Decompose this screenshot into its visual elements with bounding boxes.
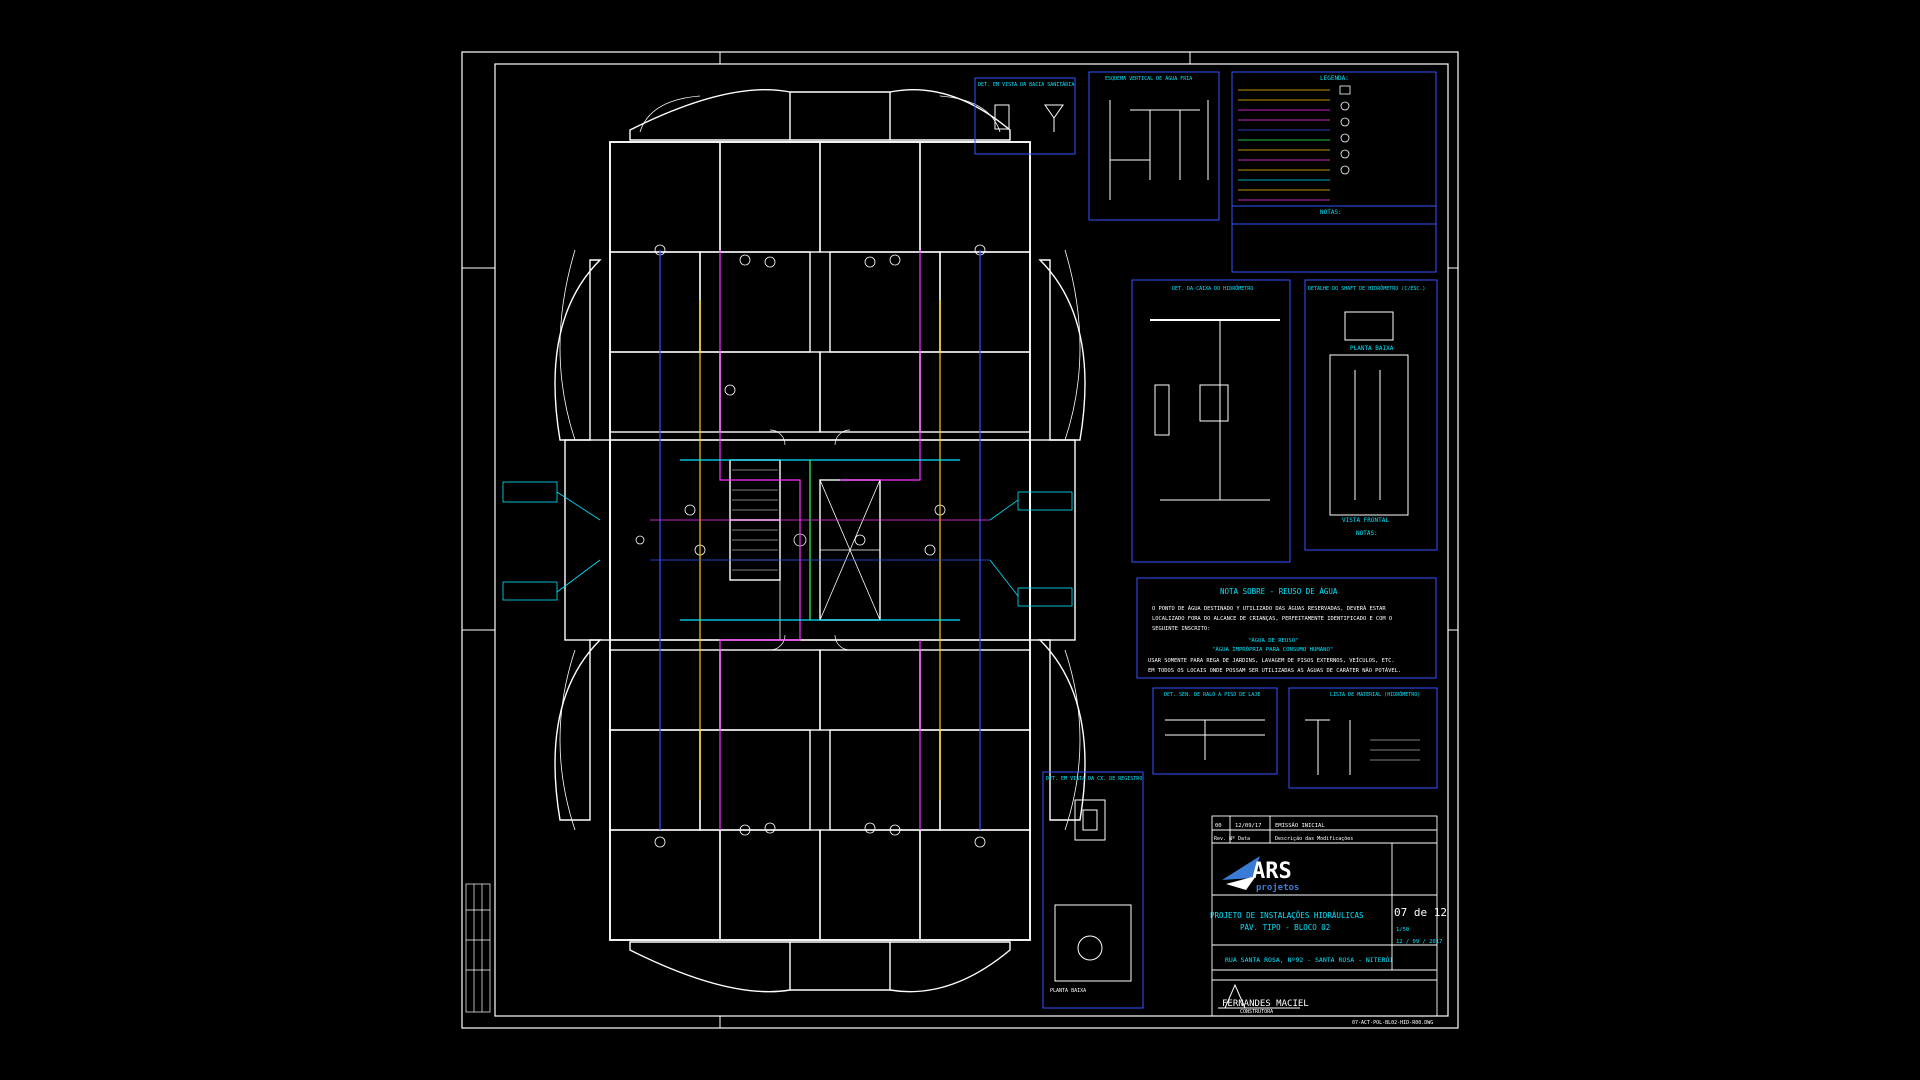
revision-date: 12/09/17 bbox=[1235, 823, 1262, 829]
nota-reuso-line-3: SEGUINTE INSCRITO: bbox=[1152, 626, 1210, 632]
project-address: RUA SANTA ROSA, Nº92 - SANTA ROSA - NITE… bbox=[1225, 955, 1393, 964]
panel-det-registro-title: DET. EM VISTA DA CX. DE REGISTRO bbox=[1046, 776, 1142, 782]
nota-reuso-line-1: O PONTO DE ÁGUA DESTINADO Y UTILIZADO DA… bbox=[1152, 605, 1386, 612]
revision-header-description: Descrição das Modificações bbox=[1275, 836, 1353, 842]
panel-det-bacia-title: DET. EM VISTA DA BACIA SANITÁRIA bbox=[978, 81, 1074, 88]
sheet-frame bbox=[461, 51, 1459, 1029]
ars-logo bbox=[1222, 856, 1260, 890]
panel-lista-material-title: LISTA DE MATERIAL (HIDRÔMETRO) bbox=[1330, 691, 1420, 698]
panel-det-hidrometro-title: DET. DA CAIXA DO HIDRÔMETRO bbox=[1172, 285, 1253, 292]
margin-stamp bbox=[465, 883, 491, 1013]
panel-vista-frontal-label: VISTA FRONTAL bbox=[1342, 517, 1389, 524]
contractor-logo bbox=[1218, 983, 1300, 1009]
drawing-title-line-1: PROJETO DE INSTALAÇÕES HIDRÁULICAS bbox=[1210, 911, 1364, 920]
revision-description: EMISSÃO INICIAL bbox=[1275, 822, 1325, 829]
revision-header-date: Data bbox=[1238, 836, 1250, 842]
pipe-runs bbox=[650, 250, 990, 830]
nota-reuso-title: NOTA SOBRE - REUSO DE ÁGUA bbox=[1220, 587, 1338, 596]
revision-rev: 00 bbox=[1215, 823, 1222, 829]
drawing-title-line-2: PAV. TIPO - BLOCO 02 bbox=[1240, 923, 1330, 932]
panel-det-hidrometro bbox=[1131, 279, 1291, 563]
panel-detalhe-shaft bbox=[1304, 279, 1438, 551]
nota-reuso-box bbox=[1136, 577, 1437, 679]
panel-legenda bbox=[1231, 71, 1437, 273]
nota-reuso-quote-1: "ÁGUA DE REUSO" bbox=[1248, 637, 1299, 644]
file-name: 07-ACT-POL-BL02-HID-R00.DWG bbox=[1352, 1020, 1433, 1026]
floor-plan bbox=[554, 89, 1086, 993]
panel-legenda-title: LEGENDA: bbox=[1320, 75, 1349, 82]
nota-reuso-quote-2: "ÁGUA IMPRÓPRIA PARA CONSUMO HUMANO" bbox=[1212, 646, 1333, 653]
nota-reuso-line-2: LOCALIZADO FORA DO ALCANCE DE CRIANÇAS, … bbox=[1152, 616, 1392, 622]
contractor-name: FERNANDES MACIEL bbox=[1222, 999, 1309, 1009]
date-value: 12 / 09 / 2017 bbox=[1396, 939, 1442, 945]
title-block bbox=[1211, 815, 1438, 1017]
panel-lista-material bbox=[1288, 687, 1438, 789]
callout-labels bbox=[502, 481, 1073, 607]
panel-det-bacia bbox=[974, 77, 1076, 155]
panel-notas2-title: NOTAS: bbox=[1356, 530, 1378, 537]
panel-planta-baixa-label: PLANTA BAIXA bbox=[1350, 345, 1394, 352]
panel-det-ralo-title: DET. SEN. DE RALO A PISO DE LAJE bbox=[1164, 692, 1260, 698]
ars-logo-name: ARS bbox=[1252, 859, 1292, 884]
panel-detalhe-shaft-title: DETALHE DO SHAFT DE HIDRÔMETRO (C/ESC.) bbox=[1308, 285, 1425, 292]
revision-header-rev: Rev. Nº bbox=[1214, 836, 1235, 842]
sheet-number: 07 de 12 bbox=[1394, 906, 1447, 919]
panel-det-ralo bbox=[1152, 687, 1278, 775]
nota-reuso-usage-1: USAR SOMENTE PARA REGA DE JARDINS, LAVAG… bbox=[1148, 656, 1395, 664]
scale-value: 1/50 bbox=[1396, 927, 1409, 933]
panel-esquema-title: ESQUEMA VERTICAL DE ÁGUA FRIA bbox=[1105, 75, 1192, 82]
panel-esquema bbox=[1088, 71, 1220, 221]
panel-planta-baixa2-label: PLANTA BAIXA bbox=[1050, 988, 1086, 994]
contractor-sub: CONSTRUTORA bbox=[1240, 1009, 1273, 1015]
panel-det-registro bbox=[1042, 771, 1144, 1009]
ars-logo-sub: projetos bbox=[1256, 882, 1299, 893]
nota-reuso-usage-2: EM TODOS OS LOCAIS ONDE POSSAM SER UTILI… bbox=[1148, 667, 1401, 674]
panel-notas-title: NOTAS: bbox=[1320, 209, 1342, 216]
